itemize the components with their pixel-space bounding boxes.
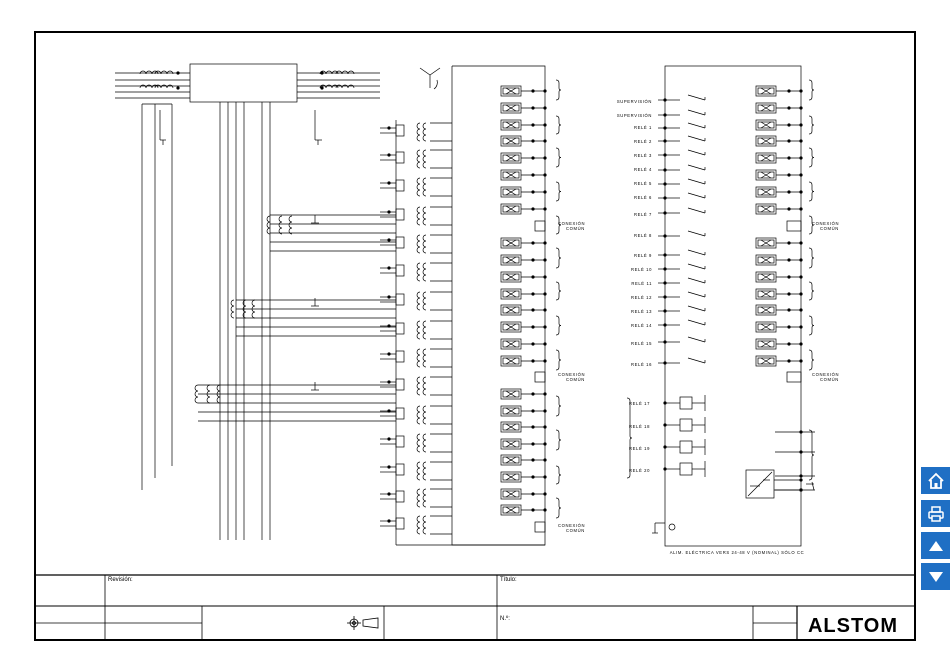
relay-label: RELÉ 1 [634, 125, 652, 130]
relay-label: RELÉ 18 [629, 424, 650, 429]
ct-input-terminal [395, 407, 405, 420]
previous-page-button[interactable] [921, 532, 950, 559]
title-block [35, 574, 915, 640]
common-terminal [534, 371, 546, 383]
relay-label: RELÉ 16 [631, 362, 652, 367]
print-icon [927, 505, 944, 522]
relay-label: RELÉ 19 [629, 446, 650, 451]
relay-label: RELÉ 20 [629, 468, 650, 473]
relay-label: RELÉ 3 [634, 153, 652, 158]
arrow-up-icon [928, 540, 943, 551]
common-terminal [534, 521, 546, 533]
revision-label: Revisión: [108, 577, 133, 583]
print-button[interactable] [921, 500, 950, 527]
relay-label: RELÉ 14 [631, 323, 652, 328]
ct-input-terminal [395, 264, 405, 277]
common-terminal [786, 220, 802, 232]
title-label: Título: [500, 577, 517, 583]
relay-output-module [664, 65, 802, 547]
ct-input-terminal [395, 350, 405, 363]
relay-label: RELÉ 17 [629, 401, 650, 406]
home-button[interactable] [921, 467, 950, 494]
ct-input-terminal [395, 151, 405, 164]
relay-label: RELÉ 12 [631, 295, 652, 300]
diagram-labels: SUPERVISIÓN SUPERVISIÓN RELÉ 1 RELÉ 2 RELÉ 3… [558, 99, 839, 555]
supervision-label: SUPERVISIÓN [617, 113, 652, 118]
ct-input-terminal [395, 293, 405, 306]
relay-label: RELÉ 4 [634, 167, 652, 172]
ct-input-terminal [395, 517, 405, 530]
power-supply-label: ALIM. ELÉCTRICA VERS 24-48 V (NOMINAL) S… [670, 550, 804, 555]
projection-symbol-icon [347, 616, 379, 630]
arrow-down-icon [928, 571, 943, 582]
ct-input-terminal [395, 322, 405, 335]
wiring-diagram [115, 63, 815, 547]
ct-module [189, 63, 298, 103]
ct-input-terminal [395, 236, 405, 249]
ct-input-terminal [395, 378, 405, 391]
relay-label: RELÉ 5 [634, 181, 652, 186]
home-icon [927, 472, 944, 489]
relay-label: RELÉ 7 [634, 212, 652, 217]
ct-input-terminal [395, 490, 405, 503]
next-page-button[interactable] [921, 563, 950, 590]
ct-input-terminal [395, 124, 405, 137]
ct-input-terminal [395, 435, 405, 448]
common-terminal [534, 220, 546, 232]
alstom-logo: ALSTOM [808, 615, 898, 637]
common-terminal [786, 371, 802, 383]
ct-input-terminal [395, 208, 405, 221]
relay-label: RELÉ 11 [631, 281, 652, 286]
ground-icon [668, 523, 676, 531]
power-supply-block [745, 469, 775, 499]
relay-label: RELÉ 13 [631, 309, 652, 314]
relay-label: RELÉ 8 [634, 233, 652, 238]
supervision-label: SUPERVISIÓN [617, 99, 652, 104]
drawing-frame [34, 31, 916, 641]
relay-label: RELÉ 10 [631, 267, 652, 272]
relay-label: RELÉ 9 [634, 253, 652, 258]
ct-input-terminal [395, 179, 405, 192]
relay-label: RELÉ 6 [634, 195, 652, 200]
relay-label: RELÉ 2 [634, 139, 652, 144]
ct-input-terminal [395, 463, 405, 476]
relay-label: RELÉ 15 [631, 341, 652, 346]
number-label: N.º: [500, 615, 510, 622]
